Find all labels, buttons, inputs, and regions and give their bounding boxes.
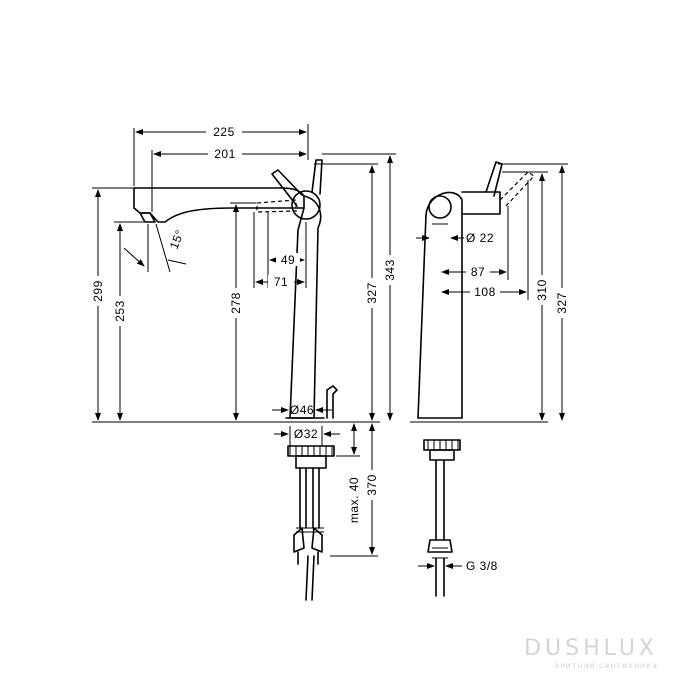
dim-max40: max. 40 xyxy=(347,477,361,523)
side-body xyxy=(417,191,463,419)
dim-343: 343 xyxy=(383,259,397,281)
dim-327: 327 xyxy=(365,282,379,304)
watermark: DUSHLUX элитная сантехника xyxy=(524,636,658,670)
dim-71: 71 xyxy=(274,275,288,289)
side-lever-alt-position xyxy=(499,171,535,207)
lever-upright xyxy=(311,159,323,195)
hose-tail xyxy=(305,555,315,601)
dim-thread: G 3/8 xyxy=(466,559,498,573)
side-view xyxy=(417,161,535,597)
watermark-subtitle: элитная сантехника xyxy=(554,661,658,670)
popup-rod xyxy=(326,385,338,419)
lever-hub xyxy=(291,190,321,220)
side-hose xyxy=(435,459,445,541)
dim-201: 201 xyxy=(214,147,236,161)
dim-dia46: Ø46 xyxy=(290,403,314,417)
dim-299: 299 xyxy=(91,280,105,302)
dim-108: 108 xyxy=(474,285,496,299)
supply-hoses xyxy=(299,467,320,529)
dim-327-side: 327 xyxy=(555,292,569,314)
dim-87: 87 xyxy=(471,265,485,279)
watermark-brand: DUSHLUX xyxy=(524,636,658,661)
dim-dia32: Ø32 xyxy=(294,427,318,441)
dim-49: 49 xyxy=(281,253,295,267)
side-nut xyxy=(429,449,455,461)
faucet-body xyxy=(289,195,322,419)
dim-370: 370 xyxy=(365,474,379,496)
dim-dia22: Ø 22 xyxy=(466,231,494,245)
side-aerator xyxy=(428,195,452,219)
dim-angle: 15° xyxy=(167,228,187,251)
side-lever xyxy=(485,161,503,197)
dim-278: 278 xyxy=(229,292,243,314)
side-flange xyxy=(423,439,461,451)
dim-253: 253 xyxy=(113,300,127,322)
side-lever-hub xyxy=(461,191,501,215)
aerator xyxy=(139,212,156,223)
front-dimensions: 225 201 15° 49 71 299 253 xyxy=(91,124,397,557)
front-view xyxy=(133,159,338,601)
spout xyxy=(133,187,305,223)
dim-225: 225 xyxy=(213,125,235,139)
side-dimensions: Ø 22 87 108 310 327 G 3/8 xyxy=(416,163,569,573)
mounting-nut xyxy=(295,455,327,469)
dim-310: 310 xyxy=(535,279,549,301)
lever xyxy=(271,169,303,207)
mounting-flange xyxy=(287,445,335,457)
lever-alt-position xyxy=(256,199,297,213)
